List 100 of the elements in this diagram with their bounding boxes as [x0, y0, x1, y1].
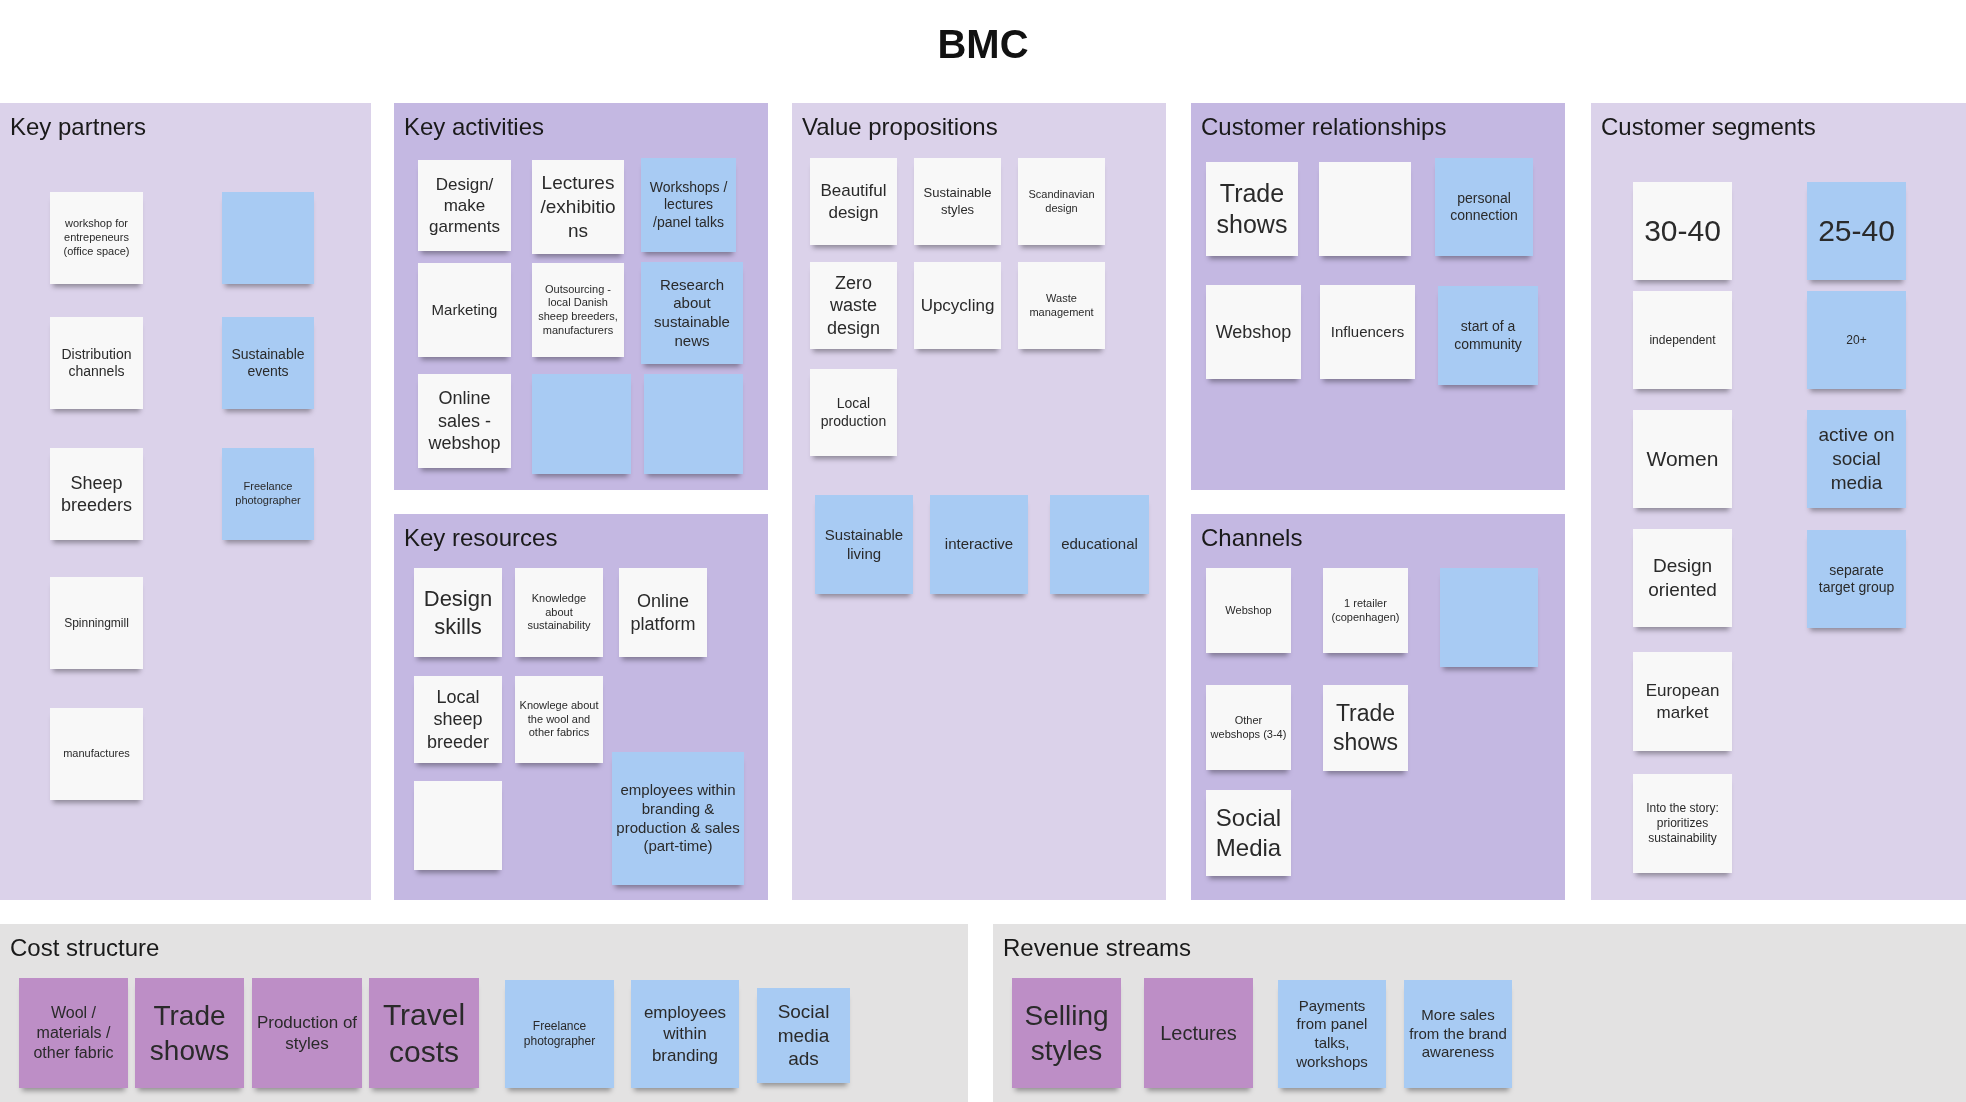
- section-heading: Value propositions: [802, 112, 998, 142]
- sticky-note: [914, 262, 1001, 349]
- sticky-note: [1012, 978, 1121, 1088]
- section-panel: [1591, 103, 1966, 900]
- sticky-note: [810, 158, 897, 245]
- sticky-note: [1319, 162, 1411, 256]
- section-heading: Revenue streams: [1003, 933, 1192, 963]
- note-text: Local production: [819, 395, 888, 430]
- sticky-note: [631, 980, 739, 1088]
- sticky-note: [252, 978, 362, 1088]
- note-text: Wool / materials / other fabric: [32, 1003, 115, 1063]
- sticky-note: [515, 568, 603, 657]
- sticky-note: [644, 374, 743, 474]
- note-text: Sustainable styles: [922, 185, 993, 218]
- sticky-note: [619, 568, 707, 657]
- sticky-note: [815, 495, 913, 594]
- note-text: Zero waste design: [825, 271, 881, 340]
- sticky-note: [50, 708, 143, 800]
- sticky-note: [1206, 685, 1291, 770]
- note-text: Outsourcing - local Danish sheep breeders, manufacturers: [537, 282, 619, 338]
- sticky-note: [1633, 291, 1732, 389]
- section-heading: Channels: [1201, 523, 1303, 553]
- sticky-note: [1633, 774, 1732, 873]
- note-text: personal connection: [1449, 189, 1519, 225]
- sticky-note: [222, 317, 314, 409]
- sticky-note: [369, 978, 479, 1088]
- sticky-note: [135, 978, 244, 1088]
- note-text: Social media ads: [776, 999, 831, 1072]
- note-text: Trade shows: [148, 999, 231, 1068]
- sticky-note: [1435, 158, 1533, 256]
- note-text: Sheep breeders: [59, 471, 133, 517]
- note-text: Design oriented: [1647, 554, 1718, 602]
- sticky-note: [1323, 685, 1408, 771]
- sticky-note: [1278, 980, 1386, 1088]
- sticky-note: [1018, 262, 1105, 349]
- note-text: Trade shows: [1331, 699, 1400, 757]
- section-panel: [0, 924, 968, 1102]
- note-text: Knowledge about sustainability: [526, 591, 592, 634]
- sticky-note: [515, 676, 603, 763]
- sticky-note: [1323, 568, 1408, 653]
- note-text: Online platform: [629, 590, 697, 635]
- note-text: Webshop: [1215, 320, 1292, 344]
- sticky-note: [222, 192, 314, 284]
- note-text: Webshop: [1225, 603, 1272, 618]
- note-text: 30-40: [1644, 213, 1721, 250]
- note-text: Trade shows: [1215, 177, 1289, 240]
- note-text: Scandinavian design: [1027, 187, 1096, 216]
- sticky-note: [505, 980, 614, 1088]
- sticky-note: [1404, 980, 1512, 1088]
- note-text: Spinningmill: [64, 615, 129, 631]
- note-text: 25-40: [1818, 213, 1895, 250]
- sticky-note: [1633, 529, 1732, 627]
- note-text: Lectures /exhibitions: [539, 171, 617, 243]
- sticky-note: [1633, 182, 1732, 280]
- note-text: educational: [1061, 535, 1138, 554]
- sticky-note: [641, 262, 743, 364]
- section-panel: [0, 103, 371, 900]
- note-text: manufactures: [63, 747, 130, 761]
- sticky-note: [418, 374, 511, 468]
- section-panel: [993, 924, 1966, 1102]
- sticky-note: [930, 495, 1028, 594]
- sticky-note: [222, 448, 314, 540]
- note-text: European market: [1644, 680, 1721, 723]
- section-heading: Cost structure: [10, 933, 160, 963]
- note-text: Design/ make garments: [428, 173, 501, 238]
- note-text: Freelance photographer: [234, 480, 302, 508]
- note-text: More sales from the brand awareness: [1408, 1005, 1508, 1063]
- note-text: active on social media: [1817, 423, 1896, 495]
- sticky-note: [757, 988, 850, 1083]
- sticky-note: [414, 676, 502, 763]
- sticky-note: [1807, 530, 1906, 628]
- sticky-note: [914, 158, 1001, 245]
- note-text: workshop for entrepeneurs (office space): [62, 217, 131, 259]
- sticky-note: [532, 263, 624, 357]
- sticky-note: [532, 160, 624, 254]
- section-heading: Key activities: [404, 112, 545, 142]
- note-text: independent: [1649, 332, 1716, 348]
- sticky-note: [532, 374, 631, 474]
- note-text: Marketing: [431, 300, 498, 320]
- sticky-note: [1320, 285, 1415, 379]
- note-text: Lectures: [1160, 1020, 1237, 1046]
- sticky-note: [1440, 568, 1538, 667]
- sticky-note: [1633, 652, 1732, 751]
- note-text: Other webshops (3-4): [1210, 713, 1287, 742]
- sticky-note: [1206, 568, 1291, 653]
- diagram-title: BMC: [937, 21, 1029, 68]
- note-text: Local sheep breeder: [425, 685, 490, 754]
- section-heading: Customer segments: [1601, 112, 1816, 142]
- sticky-note: [50, 317, 143, 409]
- note-text: Sustainable events: [230, 345, 306, 381]
- note-text: employees within branding & production & sales (part-time): [616, 781, 740, 856]
- note-text: Design skills: [422, 585, 494, 640]
- sticky-note: [50, 577, 143, 669]
- note-text: Workshops / lectures /panel talks: [648, 178, 729, 232]
- note-text: Online sales - webshop: [427, 387, 502, 455]
- note-text: Travel costs: [381, 996, 467, 1070]
- section-panel: [1191, 103, 1565, 490]
- sticky-note: [414, 568, 502, 657]
- note-text: Sustainable living: [823, 525, 905, 564]
- sticky-note: [1807, 182, 1906, 280]
